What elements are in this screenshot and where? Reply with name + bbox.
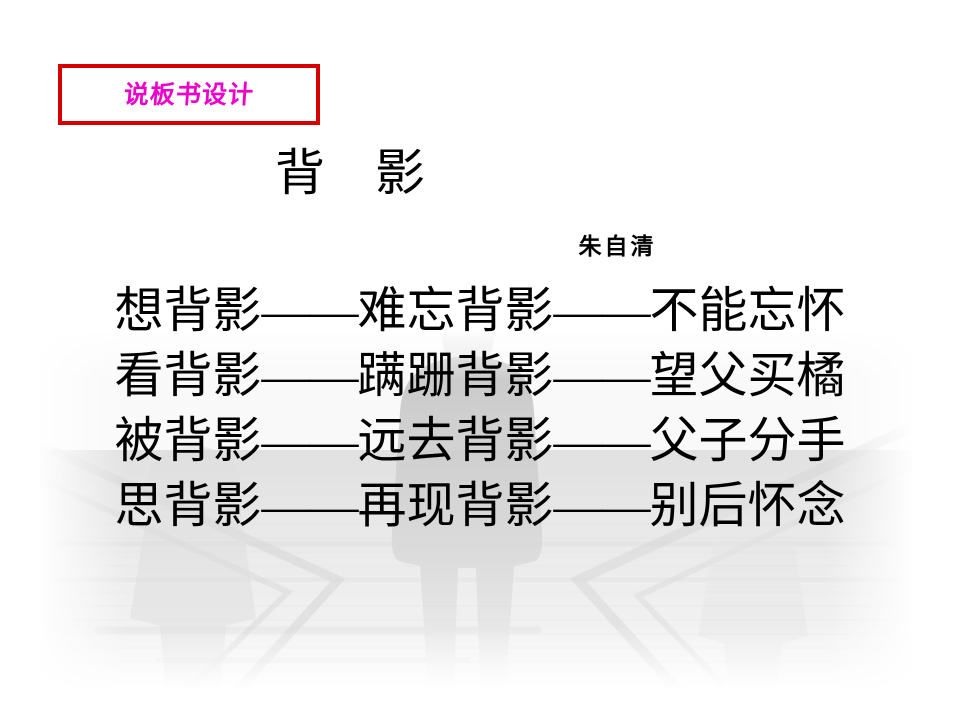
outline-detail: 再现背影	[357, 478, 554, 533]
outline-line: 想背影——难忘背影——不能忘怀	[0, 278, 960, 343]
outline-stage: 思背影	[114, 478, 262, 533]
outline-detail: 蹒跚背影	[357, 348, 554, 403]
outline-meaning: 望父买橘	[649, 348, 846, 403]
author-name: 朱自清	[578, 233, 657, 260]
lesson-title: 背 影	[275, 145, 425, 201]
outline-detail: 远去背影	[357, 413, 554, 468]
outline-dash: ——	[261, 283, 358, 338]
section-heading-box: 说板书设计	[58, 64, 320, 125]
outline-block: 想背影——难忘背影——不能忘怀 看背影——蹒跚背影——望父买橘 被背影——远去背…	[0, 278, 960, 538]
outline-stage: 想背影	[114, 283, 262, 338]
outline-dash: ——	[553, 478, 651, 533]
outline-line: 思背影——再现背影——别后怀念	[0, 473, 960, 538]
section-heading-label: 说板书设计	[122, 80, 256, 109]
outline-dash: ——	[553, 348, 651, 403]
outline-dash: ——	[553, 413, 651, 468]
outline-dash: ——	[261, 348, 358, 403]
outline-stage: 看背影	[114, 348, 262, 403]
outline-stage: 被背影	[114, 413, 262, 468]
outline-line: 被背影——远去背影——父子分手	[0, 408, 960, 473]
outline-dash: ——	[553, 283, 651, 338]
outline-meaning: 不能忘怀	[649, 283, 846, 338]
outline-dash: ——	[261, 413, 358, 468]
outline-line: 看背影——蹒跚背影——望父买橘	[0, 343, 960, 408]
outline-detail: 难忘背影	[357, 283, 554, 338]
outline-meaning: 别后怀念	[649, 478, 846, 533]
outline-meaning: 父子分手	[649, 413, 846, 468]
outline-dash: ——	[261, 478, 358, 533]
